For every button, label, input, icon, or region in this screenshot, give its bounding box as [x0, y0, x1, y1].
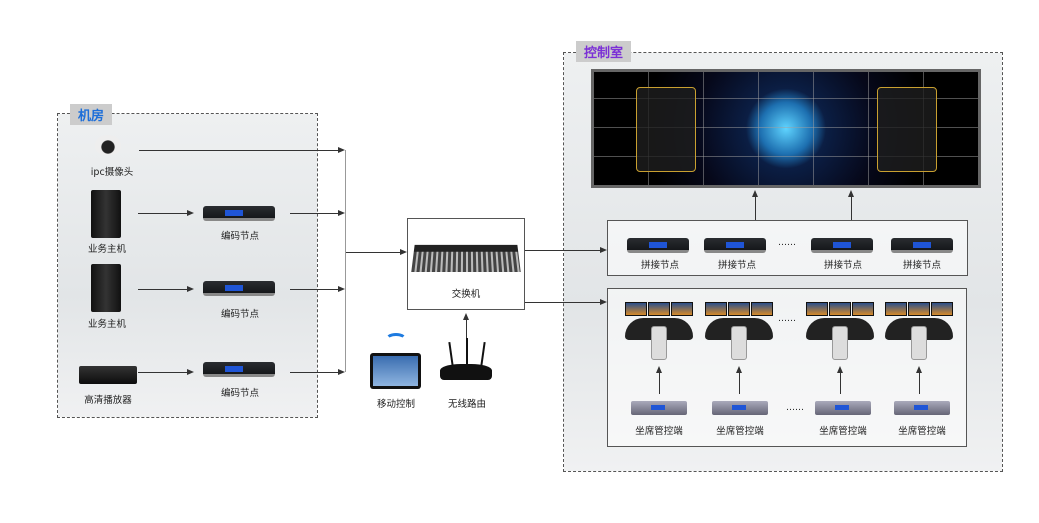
encoder-label: 编码节点 — [220, 231, 259, 242]
switch-label: 交换机 — [451, 289, 481, 300]
connector — [290, 213, 339, 214]
seat-controller-label: 坐席管控端 — [716, 426, 764, 437]
mobile-label: 移动控制 — [376, 399, 415, 410]
splice-node-label: 拼接节点 — [902, 260, 941, 271]
connector — [290, 372, 339, 373]
router-icon — [440, 364, 492, 380]
splice-node-label: 拼接节点 — [717, 260, 756, 271]
seat-controller-icon — [894, 401, 950, 415]
connector — [755, 197, 756, 221]
splice-node-label: 拼接节点 — [640, 260, 679, 271]
seat-controller-label: 坐席管控端 — [898, 426, 946, 437]
switch-icon — [411, 244, 521, 273]
video-wall-screen — [591, 69, 981, 188]
ellipsis: …… — [778, 238, 796, 248]
seat-controller-icon — [712, 401, 768, 415]
connector — [346, 252, 401, 253]
connector — [138, 289, 188, 290]
camera-icon — [95, 135, 121, 155]
server-host-icon — [91, 264, 121, 312]
connector — [138, 213, 188, 214]
wifi-icon — [385, 333, 407, 347]
splice-node-icon — [811, 238, 873, 253]
splice-node-icon — [891, 238, 953, 253]
workstation-desk-icon — [623, 302, 695, 364]
seat-controller-icon — [631, 401, 687, 415]
host-label: 业务主机 — [87, 319, 126, 330]
player-label: 高清播放器 — [84, 395, 132, 406]
connector — [139, 150, 339, 151]
connector — [466, 320, 467, 338]
machine-room-title: 机房 — [70, 104, 113, 125]
encoder-label: 编码节点 — [220, 388, 259, 399]
bus-line — [345, 150, 346, 372]
workstation-desk-icon — [703, 302, 775, 364]
host-label: 业务主机 — [87, 244, 126, 255]
hd-player-icon — [79, 366, 137, 384]
connector — [290, 289, 339, 290]
connector — [525, 302, 601, 303]
router-label: 无线路由 — [447, 399, 486, 410]
encoder-label: 编码节点 — [220, 309, 259, 320]
camera-label: ipc摄像头 — [90, 167, 134, 178]
encoder-node-icon — [203, 281, 275, 296]
splice-node-label: 拼接节点 — [823, 260, 862, 271]
splice-node-icon — [704, 238, 766, 253]
ellipsis: …… — [786, 403, 804, 413]
control-room-title: 控制室 — [576, 41, 632, 62]
splice-node-icon — [627, 238, 689, 253]
connector — [138, 372, 188, 373]
server-host-icon — [91, 190, 121, 238]
seat-controller-label: 坐席管控端 — [635, 426, 683, 437]
connector — [525, 250, 601, 251]
seat-controller-icon — [815, 401, 871, 415]
workstation-desk-icon — [883, 302, 955, 364]
ellipsis: …… — [778, 314, 796, 324]
mobile-tablet-icon — [370, 353, 421, 389]
seat-controller-label: 坐席管控端 — [819, 426, 867, 437]
connector — [851, 197, 852, 221]
encoder-node-icon — [203, 362, 275, 377]
workstation-desk-icon — [804, 302, 876, 364]
encoder-node-icon — [203, 206, 275, 221]
